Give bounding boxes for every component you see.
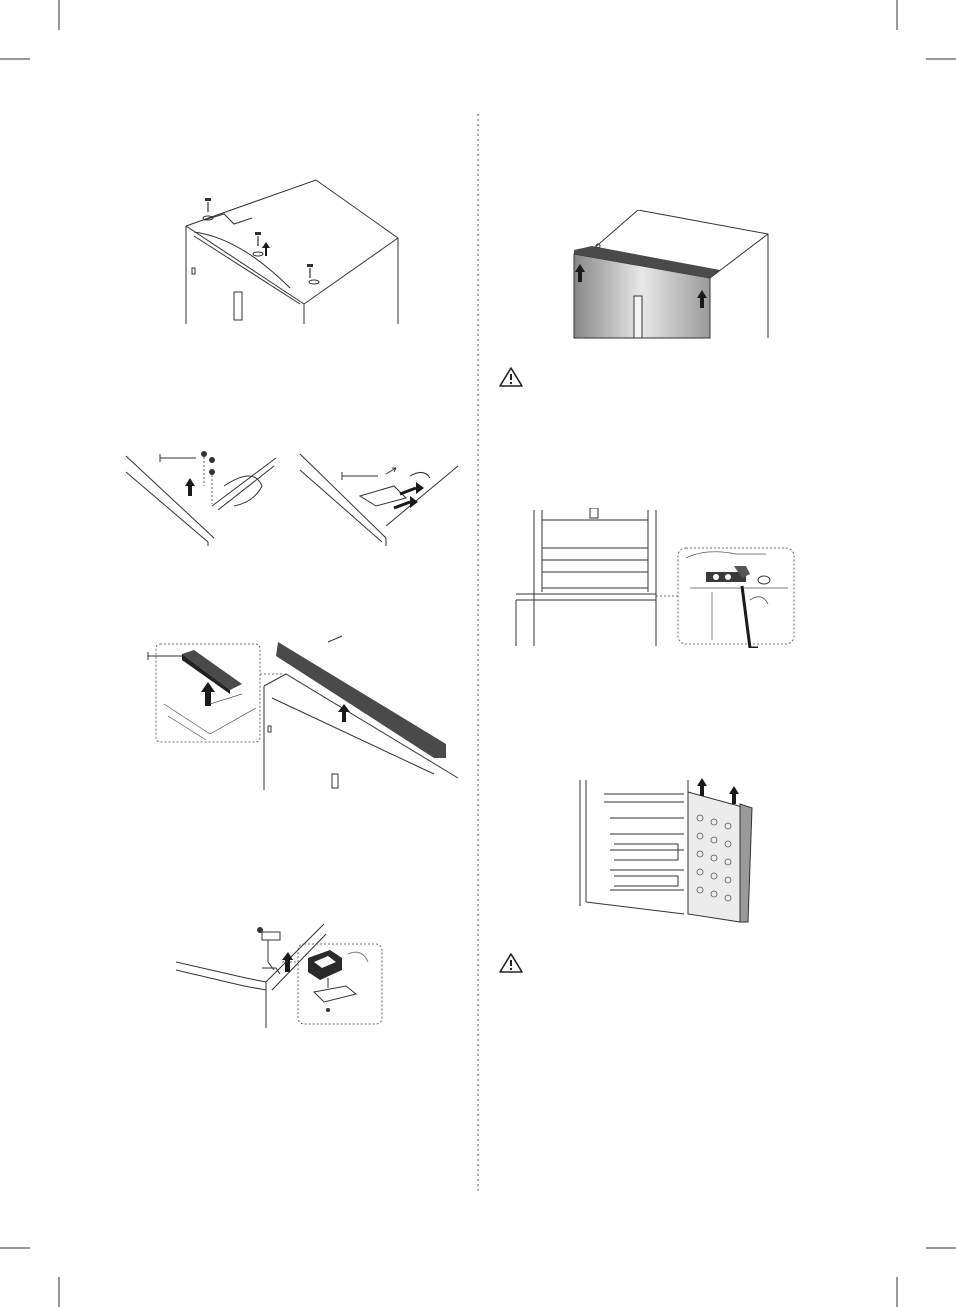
hinge-icon [257, 927, 280, 974]
screw-icon [203, 198, 213, 220]
up-arrow-icon [729, 786, 739, 804]
fig-door-lift [570, 210, 800, 340]
fig-upper-hinge-removal [176, 918, 386, 1028]
up-arrow-icon [185, 478, 195, 496]
column-divider [476, 114, 480, 1194]
door-panel [688, 792, 752, 922]
up-arrow-icon [697, 778, 707, 796]
warning-icon [498, 366, 524, 388]
trim-part [182, 650, 242, 694]
fig-freezer-door-lift [574, 774, 764, 924]
warning-icon [498, 952, 524, 974]
screw-icon [201, 451, 215, 504]
screw-icon [307, 264, 319, 284]
fig-middle-hinge-wrench [506, 508, 806, 648]
hex-wrench-icon [742, 586, 768, 648]
hinge-icon [706, 566, 770, 584]
screw-icon [253, 232, 263, 256]
up-arrow-icon [201, 682, 215, 706]
fig-top-cover-screws [180, 178, 420, 328]
hinge-icon [308, 950, 368, 1012]
fig-hinge-screws-wires [124, 446, 464, 546]
fig-top-trim-removal [146, 634, 466, 794]
